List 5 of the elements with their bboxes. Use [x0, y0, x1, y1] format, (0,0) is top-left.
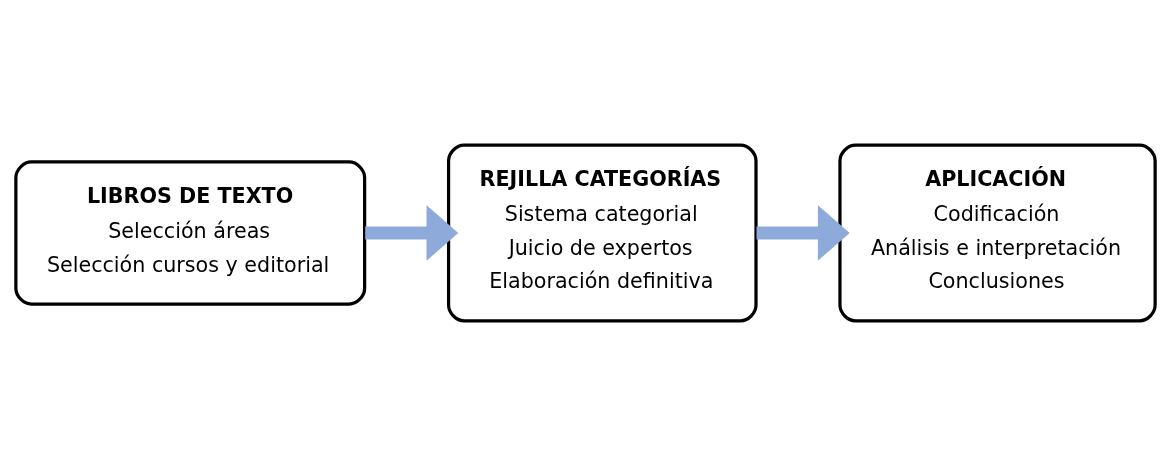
node-box: LIBROS DE TEXTO Selección áreas Selección cursos y editorial: [14, 160, 367, 306]
node-box: REJILLA CATEGORÍAS Sistema categorial Juicio de expertos Elaboración definitiva: [446, 143, 758, 323]
arrow: [756, 205, 850, 261]
node-box: APLICACIÓN Codificación Análisis e interpretación Conclusiones: [838, 143, 1157, 323]
arrow: [365, 205, 459, 261]
